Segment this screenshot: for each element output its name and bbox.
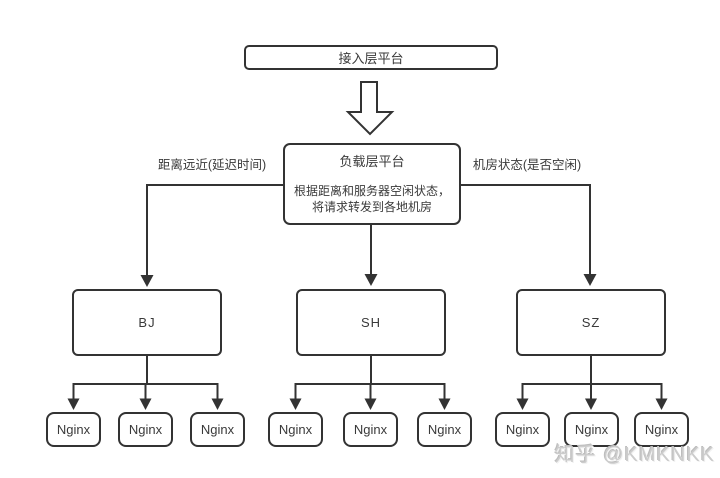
sh-group-arrowheads	[289, 398, 451, 410]
sh-group-connectors	[294, 356, 446, 399]
top-level-arrowheads	[140, 274, 597, 287]
block-arrow-down-icon	[345, 81, 395, 136]
nginx-node: Nginx	[46, 412, 101, 447]
nginx-label: Nginx	[427, 422, 462, 437]
access-layer-node: 接入层平台	[244, 45, 498, 70]
room-status-annotation-label: 机房状态(是否空闲)	[472, 158, 582, 172]
top-level-connectors	[146, 184, 591, 276]
nginx-node: Nginx	[268, 412, 323, 447]
datacenter-label: SH	[360, 315, 382, 330]
datacenter-node-sz: SZ	[516, 289, 666, 356]
datacenter-node-sh: SH	[296, 289, 446, 356]
nginx-node: Nginx	[634, 412, 689, 447]
nginx-node: Nginx	[564, 412, 619, 447]
load-layer-node: 负载层平台 根据距离和服务器空闲状态， 将请求转发到各地机房	[283, 143, 461, 225]
datacenter-label: BJ	[138, 315, 156, 330]
sz-group-connectors	[521, 356, 663, 399]
access-layer-label: 接入层平台	[338, 51, 404, 66]
nginx-label: Nginx	[574, 422, 609, 437]
nginx-label: Nginx	[128, 422, 163, 437]
nginx-label: Nginx	[353, 422, 388, 437]
datacenter-label: SZ	[581, 315, 601, 330]
load-layer-description-line1: 根据距离和服务器空闲状态，	[293, 184, 450, 198]
nginx-node: Nginx	[495, 412, 550, 447]
nginx-label: Nginx	[278, 422, 313, 437]
load-layer-title: 负载层平台	[339, 154, 405, 169]
nginx-node: Nginx	[118, 412, 173, 447]
sz-group-arrowheads	[516, 398, 668, 410]
bj-group-arrowheads	[67, 398, 224, 410]
load-layer-description-line2: 将请求转发到各地机房	[311, 200, 432, 214]
load-layer-description: 根据距离和服务器空闲状态， 将请求转发到各地机房	[294, 183, 450, 215]
nginx-node: Nginx	[417, 412, 472, 447]
distance-annotation-label: 距离远近(延迟时间)	[157, 158, 267, 172]
nginx-label: Nginx	[200, 422, 235, 437]
nginx-node: Nginx	[343, 412, 398, 447]
datacenter-node-bj: BJ	[72, 289, 222, 356]
nginx-label: Nginx	[505, 422, 540, 437]
nginx-node: Nginx	[190, 412, 245, 447]
bj-group-connectors	[72, 356, 219, 399]
nginx-label: Nginx	[56, 422, 91, 437]
nginx-label: Nginx	[644, 422, 679, 437]
